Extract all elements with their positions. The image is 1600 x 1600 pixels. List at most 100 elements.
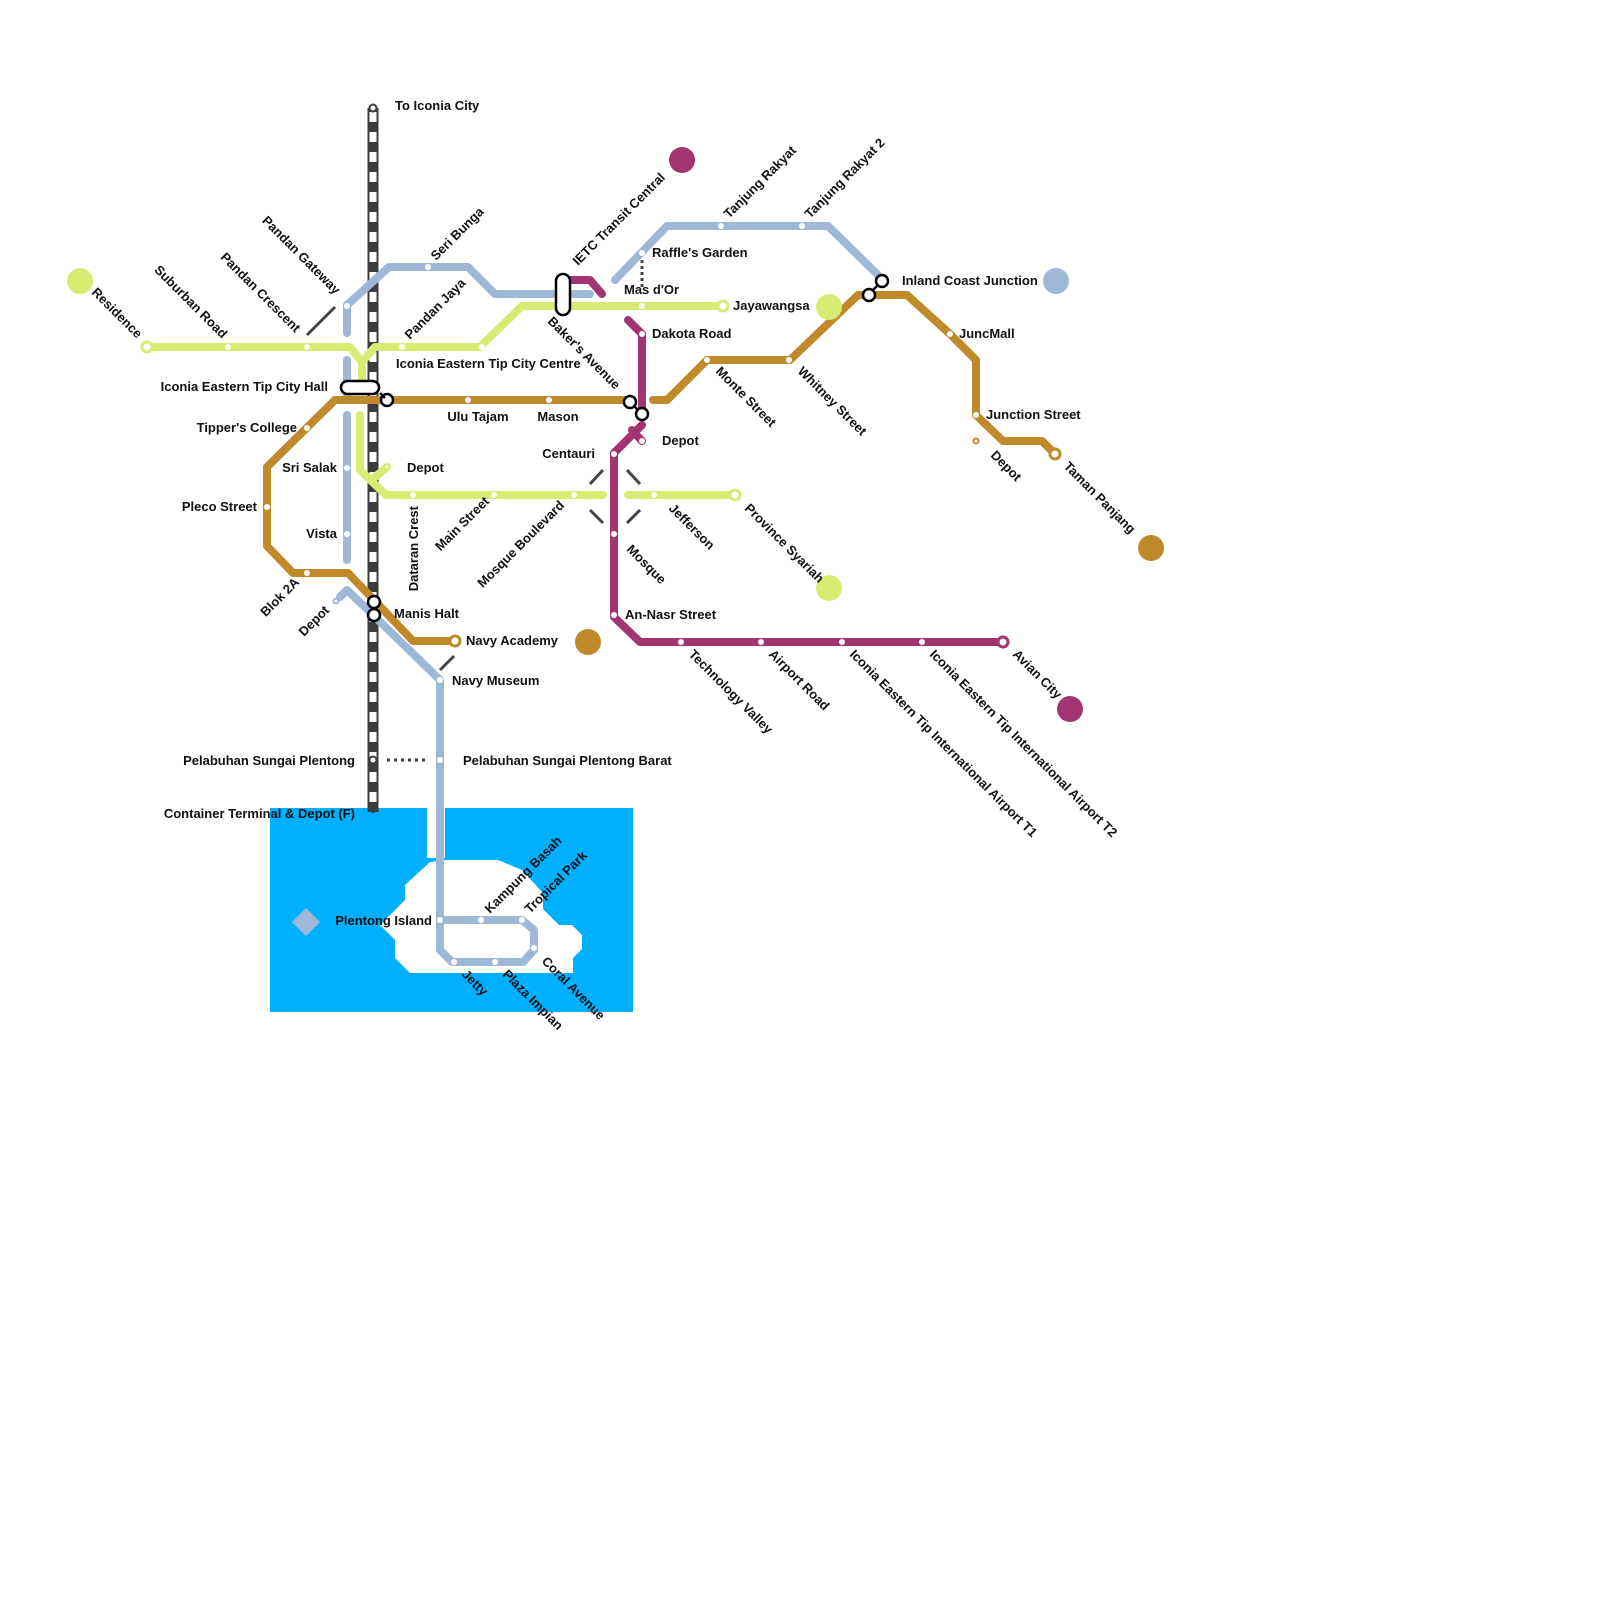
station-taman-panjang-marker[interactable] xyxy=(1048,447,1062,461)
station-jefferson-marker[interactable] xyxy=(651,492,657,498)
label-pelabuhan-barat: Pelabuhan Sungai Plentong Barat xyxy=(463,753,672,768)
station-suburban-road-marker[interactable] xyxy=(225,344,231,350)
station-mosque-boulevard-marker[interactable] xyxy=(571,492,577,498)
interchange-ietc-transit-central[interactable] xyxy=(554,272,572,317)
label-raffles-garden: Raffle's Garden xyxy=(652,245,748,260)
interchange-manis-halt[interactable] xyxy=(366,594,382,610)
label-technology-valley: Technology Valley xyxy=(686,647,777,738)
brown-line-badge[interactable] xyxy=(575,629,601,655)
label-suburban-road: Suburban Road xyxy=(151,262,230,341)
label-tanjung-rakyat-2: Tanjung Rakyat 2 xyxy=(802,135,888,221)
station-main-street-marker[interactable] xyxy=(491,492,497,498)
station-jayawangsa-marker[interactable] xyxy=(716,299,730,313)
label-mosque: Mosque xyxy=(624,542,669,587)
station-airport-road-marker[interactable] xyxy=(758,639,764,645)
station-tropical-park-marker[interactable] xyxy=(519,917,525,923)
station-to-iconia-city-marker[interactable] xyxy=(368,103,378,113)
station-dakota-road-marker[interactable] xyxy=(639,331,645,337)
label-depot-blue: Depot xyxy=(295,602,332,639)
station-navy-museum-marker[interactable] xyxy=(437,677,443,683)
label-an-nasr-street: An-Nasr Street xyxy=(625,607,717,622)
station-raffles-garden-marker[interactable] xyxy=(639,250,645,256)
station-navy-academy-marker[interactable] xyxy=(448,634,462,648)
label-ietc-city-centre: Iconia Eastern Tip City Centre xyxy=(396,356,581,371)
station-centauri-marker[interactable] xyxy=(611,451,617,457)
label-tanjung-rakyat: Tanjung Rakyat xyxy=(721,142,800,221)
station-jetty-marker[interactable] xyxy=(451,959,457,965)
yellow-line-badge[interactable] xyxy=(816,294,842,320)
station-depot-blue-marker[interactable] xyxy=(332,597,340,605)
purple-line-badge[interactable] xyxy=(669,147,695,173)
station-depot-east-marker[interactable] xyxy=(972,437,980,445)
blue-line-badge[interactable] xyxy=(1043,268,1069,294)
label-main-street: Main Street xyxy=(432,493,493,554)
station-dataran-crest-marker[interactable] xyxy=(410,492,416,498)
interchange-inland-coast-junction[interactable] xyxy=(861,287,877,303)
station-pelabuhan-sungai-plentong-marker[interactable] xyxy=(368,755,378,765)
label-dataran-crest: Dataran Crest xyxy=(406,505,421,591)
label-pandan-crescent: Pandan Crescent xyxy=(218,249,304,335)
label-inland-coast-junction: Inland Coast Junction xyxy=(902,273,1038,288)
label-depot-east: Depot xyxy=(988,448,1025,485)
station-plentong-island-marker[interactable] xyxy=(437,917,443,923)
label-ulu-tajam: Ulu Tajam xyxy=(447,409,508,424)
interchange-ietc-city-hall[interactable] xyxy=(339,379,381,396)
station-depot-west-marker[interactable] xyxy=(383,463,391,471)
station-junction-street-marker[interactable] xyxy=(973,412,979,418)
label-depot-west: Depot xyxy=(407,460,445,475)
station-sri-salak-marker[interactable] xyxy=(344,465,350,471)
station-vista-marker[interactable] xyxy=(344,531,350,537)
station-container-terminal-marker[interactable] xyxy=(370,807,376,813)
brown-line xyxy=(263,291,1059,645)
station-ulu-tajam-marker[interactable] xyxy=(465,397,471,403)
brown-line-badge[interactable] xyxy=(1138,535,1164,561)
interchange-bakers-avenue[interactable] xyxy=(622,394,638,410)
station-blok-2a-marker[interactable] xyxy=(304,570,310,576)
station-pleco-street-marker[interactable] xyxy=(264,504,270,510)
station-depot-purple-marker[interactable] xyxy=(639,438,645,444)
label-pelabuhan-sungai-plentong: Pelabuhan Sungai Plentong xyxy=(183,753,355,768)
station-coral-avenue-marker[interactable] xyxy=(531,945,537,951)
station-avian-city-marker[interactable] xyxy=(996,635,1010,649)
interchanges xyxy=(339,272,890,623)
station-mas-dor-marker[interactable] xyxy=(639,303,645,309)
label-manis-halt: Manis Halt xyxy=(394,606,460,621)
label-mosque-boulevard: Mosque Boulevard xyxy=(474,497,567,590)
station-seri-bunga-marker[interactable] xyxy=(425,264,431,270)
station-pandan-gateway-marker[interactable] xyxy=(344,303,350,309)
label-monte-street: Monte Street xyxy=(713,364,780,431)
station-whitney-street-marker[interactable] xyxy=(786,357,792,363)
blue-line-island-badge[interactable] xyxy=(291,907,321,937)
station-kampung-basah-marker[interactable] xyxy=(478,917,484,923)
station-airport-t1-marker[interactable] xyxy=(839,639,845,645)
station-an-nasr-street-marker[interactable] xyxy=(611,612,617,618)
station-tanjung-rakyat-marker[interactable] xyxy=(718,223,724,229)
station-technology-valley-marker[interactable] xyxy=(678,639,684,645)
station-pandan-jaya-marker[interactable] xyxy=(399,344,405,350)
station-pandan-crescent-marker[interactable] xyxy=(304,344,310,350)
station-mosque-marker[interactable] xyxy=(611,531,617,537)
yellow-line-badge[interactable] xyxy=(67,268,93,294)
yellow-line-badge[interactable] xyxy=(816,575,842,601)
station-mason-marker[interactable] xyxy=(546,397,552,403)
station-province-syariah-marker[interactable] xyxy=(728,488,742,502)
station-monte-street-marker[interactable] xyxy=(704,357,710,363)
label-to-iconia-city: To Iconia City xyxy=(395,98,480,113)
station-plaza-impian-marker[interactable] xyxy=(492,959,498,965)
water-area xyxy=(270,808,633,1012)
station-residence-marker[interactable] xyxy=(140,340,154,354)
label-dakota-road: Dakota Road xyxy=(652,326,732,341)
heavy-rail-line xyxy=(367,103,427,813)
station-pelabuhan-barat-marker[interactable] xyxy=(437,757,443,763)
station-airport-t2-marker[interactable] xyxy=(919,639,925,645)
station-juncmall-marker[interactable] xyxy=(947,331,953,337)
purple-line-badge[interactable] xyxy=(1057,696,1083,722)
station-tippers-college-marker[interactable] xyxy=(304,425,310,431)
label-navy-museum: Navy Museum xyxy=(452,673,539,688)
label-ietc-city-hall: Iconia Eastern Tip City Hall xyxy=(161,379,328,394)
station-ietc-city-centre-marker[interactable] xyxy=(479,344,485,350)
station-markers xyxy=(140,223,1062,965)
label-sri-salak: Sri Salak xyxy=(282,460,338,475)
station-tanjung-rakyat-2-marker[interactable] xyxy=(799,223,805,229)
label-bakers-avenue: Baker's Avenue xyxy=(545,314,624,393)
